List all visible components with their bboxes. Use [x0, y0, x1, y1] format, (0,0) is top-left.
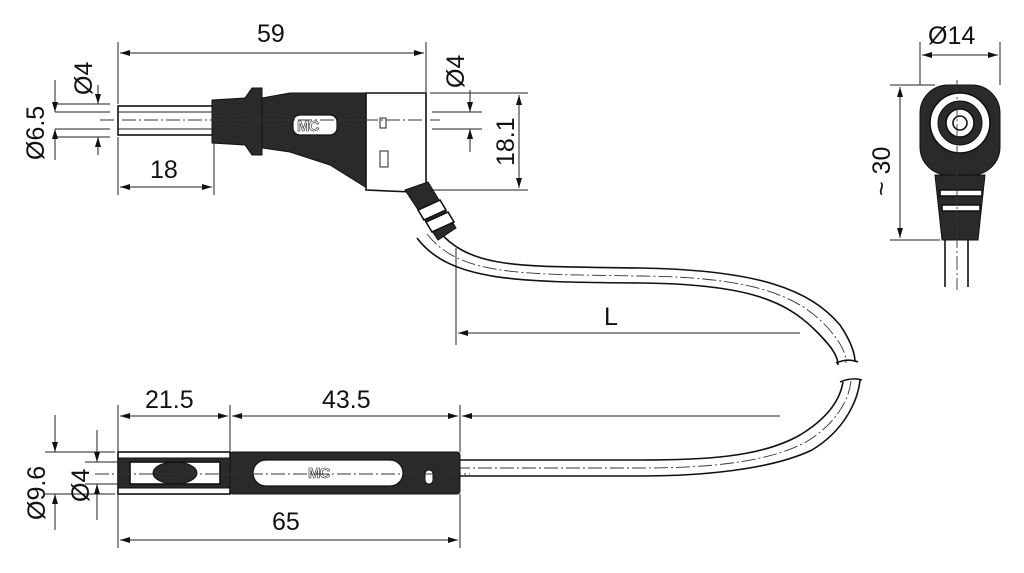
dim-plug-socket-dia: Ø4 [442, 55, 470, 88]
dim-socket-inner-dia: Ø4 [67, 469, 95, 502]
dim-30: ~ 30 [868, 147, 896, 196]
dimension-lines: 59 Ø4 Ø6.5 18 Ø4 18.1 Ø14 [22, 20, 1001, 548]
dim-65: 65 [272, 508, 300, 536]
dim-plug-shroud-dia: Ø6.5 [22, 106, 50, 160]
plug-logo: MC [297, 118, 319, 135]
plug-collar [211, 87, 263, 156]
dim-socket-outer-dia: Ø9.6 [23, 466, 51, 520]
dim-plug-pin-dia: Ø4 [70, 62, 98, 95]
dim-L: L [604, 303, 618, 331]
socket-connector: MC [95, 451, 470, 495]
socket-logo: MC [308, 465, 330, 482]
dim-21-5: 21.5 [145, 386, 194, 414]
dim-59: 59 [257, 20, 285, 48]
plug-socket-head [365, 92, 427, 193]
plug-connector: MC [100, 87, 457, 241]
dim-18: 18 [150, 156, 178, 184]
plug-handle [261, 92, 371, 191]
dim-43-5: 43.5 [322, 386, 371, 414]
dim-14: Ø14 [928, 22, 975, 50]
side-view [919, 80, 1001, 290]
cable [416, 228, 863, 477]
dim-18-1: 18.1 [492, 117, 520, 166]
plug-pin [117, 105, 215, 136]
